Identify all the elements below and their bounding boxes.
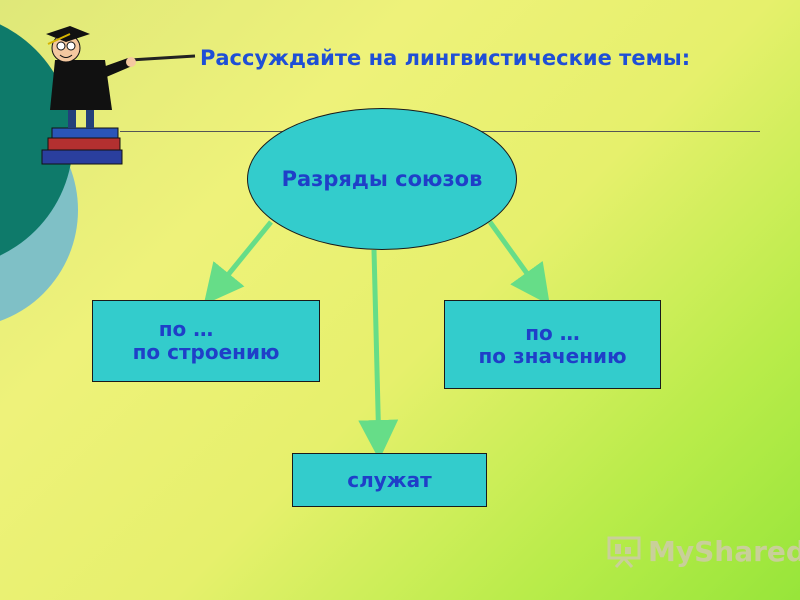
bottom-node: служат [292,453,487,507]
right-node: по … по значению [444,300,661,389]
slide-title: Рассуждайте на лингвистические темы: [200,46,691,70]
center-node-label: Разряды союзов [281,167,483,191]
center-node: Разряды союзов [247,108,517,250]
left-node: по … по строению [92,300,320,382]
professor-clipart [41,26,196,165]
bottom-node-label: служат [347,467,432,492]
logo-text: MyShared [648,534,800,568]
left-node-line1: по … [158,317,214,341]
right-node-line1: по … [525,320,580,345]
right-node-line2: по значению [478,343,627,368]
left-node-line2: по строению [132,340,280,364]
presentation-icon [607,536,641,568]
watermark-logo: MyShared [606,534,800,568]
